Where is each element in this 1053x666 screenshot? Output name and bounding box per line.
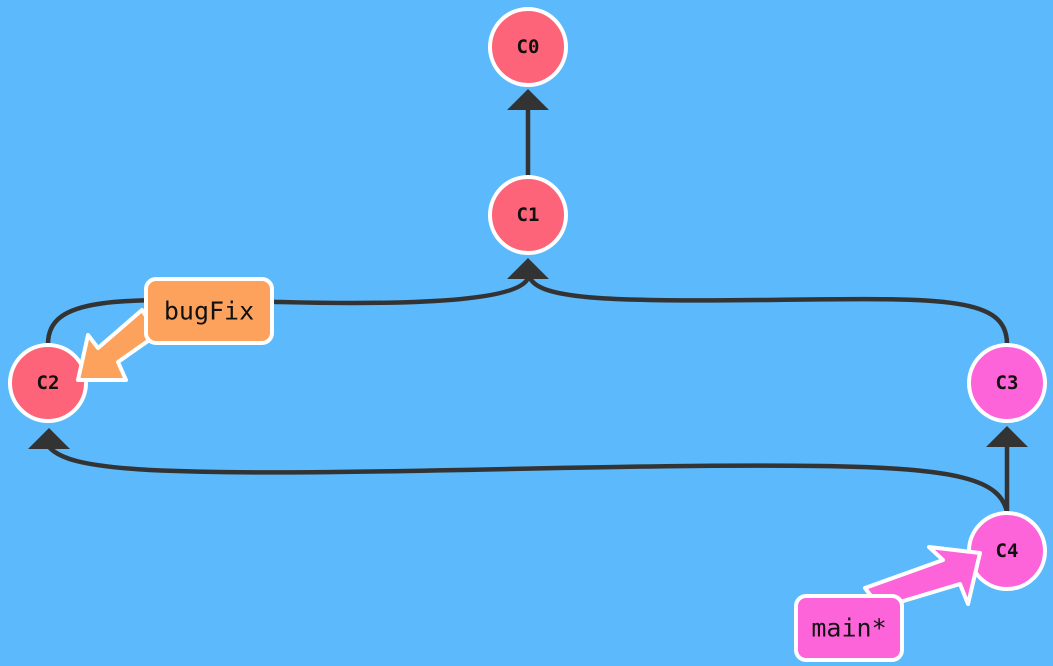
commit-c4-label: C4: [996, 540, 1019, 562]
commit-c1[interactable]: C1: [488, 175, 568, 255]
bugfix-label-text: bugFix: [164, 297, 254, 326]
arrowhead-c2: [28, 428, 70, 449]
edges: [28, 89, 1028, 515]
commit-c4[interactable]: C4: [967, 511, 1047, 591]
edge-c2-c1: [45, 275, 531, 347]
commit-c3[interactable]: C3: [967, 343, 1047, 423]
commit-c0[interactable]: C0: [488, 7, 568, 87]
commit-c0-circle: [488, 7, 568, 87]
bugfix-label-box: [144, 277, 274, 345]
commit-c2-circle: [8, 343, 88, 423]
commit-c1-circle: [488, 175, 568, 255]
commit-c3-circle: [967, 343, 1047, 423]
arrowhead-c1: [507, 258, 549, 279]
main-pointer-arrow: [863, 545, 982, 610]
commit-c2[interactable]: C2: [8, 343, 88, 423]
main-label-box: [794, 594, 904, 662]
arrowhead-c3: [986, 426, 1028, 447]
branch-main[interactable]: main*: [794, 545, 982, 662]
commit-c2-label: C2: [37, 372, 60, 394]
edge-c4-c2: [47, 445, 1010, 515]
commit-c3-label: C3: [996, 372, 1019, 394]
edge-c3-c1: [527, 275, 1010, 347]
main-label-text: main*: [811, 614, 886, 643]
arrowhead-c0: [507, 89, 549, 110]
commit-c1-label: C1: [517, 204, 540, 226]
branch-bugfix[interactable]: bugFix: [76, 277, 274, 382]
commit-c0-label: C0: [517, 36, 540, 58]
